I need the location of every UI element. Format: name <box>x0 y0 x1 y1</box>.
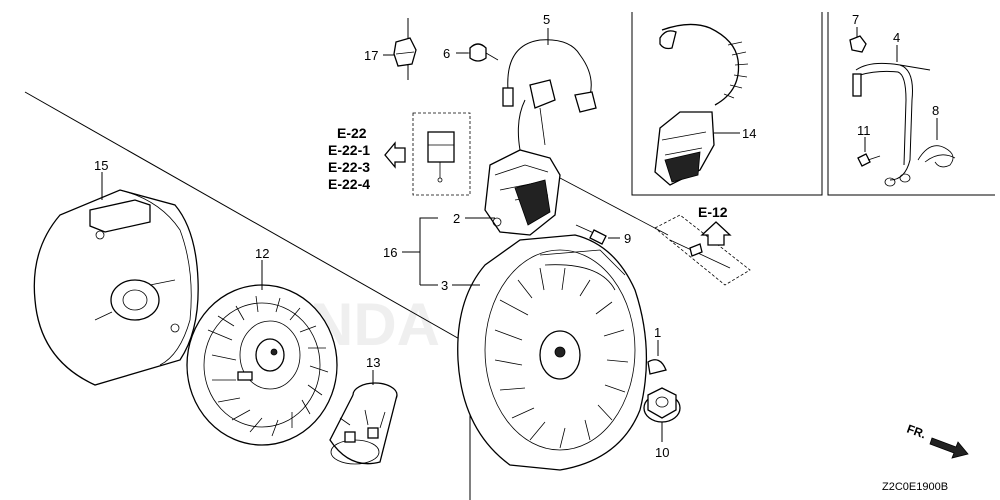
callout-8: 8 <box>932 103 939 118</box>
callout-1: 1 <box>654 325 661 340</box>
callout-16: 16 <box>383 245 397 260</box>
spark-plug-cap-part[interactable] <box>502 39 597 146</box>
callout-9: 9 <box>624 231 631 246</box>
cooling-fan-part[interactable] <box>186 284 338 446</box>
front-label: FR. <box>905 422 928 442</box>
reference-arrow-up <box>700 221 732 246</box>
callout-13: 13 <box>366 355 380 370</box>
ref-e22-4[interactable]: E-22-4 <box>328 176 370 192</box>
flywheel-part[interactable] <box>457 234 648 471</box>
wire-band-part[interactable] <box>917 145 956 168</box>
callout-7: 7 <box>852 12 859 27</box>
callout-15: 15 <box>94 158 108 173</box>
stud-reference-box <box>654 214 751 286</box>
callout-10: 10 <box>655 445 669 460</box>
callout-14: 14 <box>742 126 756 141</box>
bracket-16 <box>419 217 438 285</box>
bolt-part[interactable] <box>575 224 607 245</box>
reference-arrow-left <box>384 141 406 169</box>
callout-11: 11 <box>857 123 871 138</box>
ignition-coil-frame <box>631 12 823 196</box>
wire-clip-part[interactable] <box>849 35 867 53</box>
wire-harness-part[interactable] <box>852 62 931 187</box>
ref-e22[interactable]: E-22 <box>337 125 367 141</box>
section-divider-diagonal <box>24 91 471 346</box>
front-arrow-icon <box>929 437 969 459</box>
cable-clip-part[interactable] <box>393 37 417 67</box>
callout-6: 6 <box>443 46 450 61</box>
callout-3: 3 <box>441 278 448 293</box>
starter-pulley-part[interactable] <box>329 382 398 465</box>
diagram-code: Z2C0E1900B <box>882 481 948 493</box>
ref-e22-1[interactable]: E-22-1 <box>328 142 370 158</box>
front-direction-indicator: FR. <box>905 422 969 459</box>
woodruff-key-part[interactable] <box>647 359 667 375</box>
wire-clamp-part[interactable] <box>464 43 499 62</box>
reference-part-box <box>412 112 471 196</box>
ignition-module-part[interactable] <box>484 99 561 236</box>
callout-12: 12 <box>255 246 269 261</box>
screw-part[interactable] <box>857 153 881 167</box>
stud-leader <box>559 177 669 236</box>
callout-17: 17 <box>364 48 378 63</box>
fan-cover-part[interactable] <box>33 189 199 386</box>
wire-harness-frame <box>827 12 995 196</box>
callout-4: 4 <box>893 30 900 45</box>
ref-e22-3[interactable]: E-22-3 <box>328 159 370 175</box>
callout-5: 5 <box>543 12 550 27</box>
ignition-coil-part[interactable] <box>654 23 749 186</box>
flange-nut-part[interactable] <box>643 387 681 423</box>
ref-e12[interactable]: E-12 <box>698 204 728 220</box>
stud-part[interactable] <box>669 239 731 269</box>
callout-2: 2 <box>453 211 460 226</box>
reference-switch-part[interactable] <box>427 131 455 183</box>
